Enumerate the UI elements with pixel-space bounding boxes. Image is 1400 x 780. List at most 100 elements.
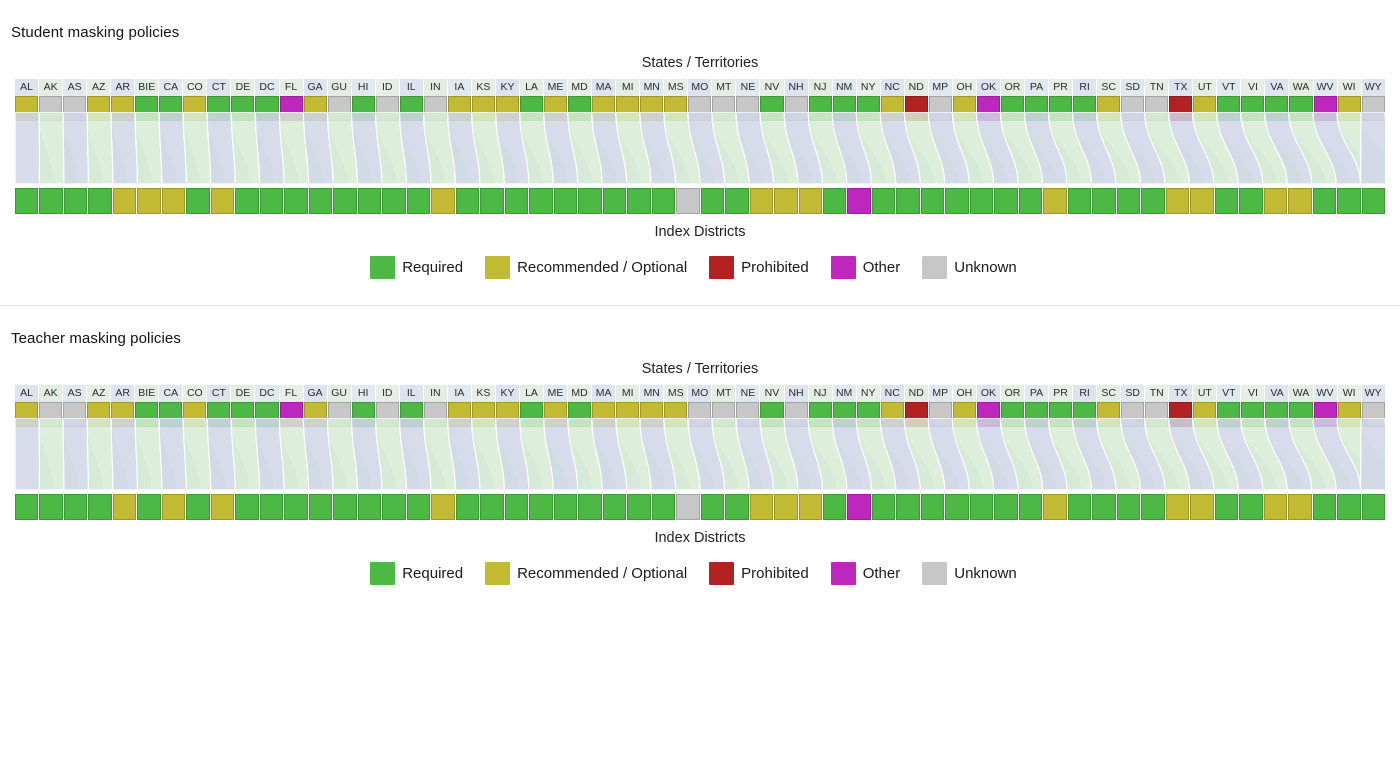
state-node[interactable]: DC xyxy=(255,385,279,427)
district-status-bar[interactable] xyxy=(39,494,63,520)
district-node[interactable] xyxy=(1141,188,1165,214)
district-status-bar[interactable] xyxy=(382,188,406,214)
district-status-bar[interactable] xyxy=(1361,494,1386,520)
district-node[interactable] xyxy=(676,494,700,520)
district-status-bar[interactable] xyxy=(112,494,137,520)
district-status-bar[interactable] xyxy=(871,494,896,520)
district-node[interactable] xyxy=(259,188,284,214)
district-status-bar[interactable] xyxy=(1239,188,1263,214)
district-status-bar[interactable] xyxy=(1361,188,1386,214)
district-status-bar[interactable] xyxy=(161,188,186,214)
district-node[interactable] xyxy=(357,188,382,214)
district-node[interactable] xyxy=(63,494,88,520)
district-node[interactable] xyxy=(308,188,333,214)
district-node[interactable] xyxy=(896,494,920,520)
district-node[interactable] xyxy=(1043,494,1067,520)
district-status-bar[interactable] xyxy=(1312,494,1337,520)
district-status-bar[interactable] xyxy=(333,494,357,520)
district-status-bar[interactable] xyxy=(137,494,161,520)
legend-item[interactable]: Required xyxy=(370,562,463,585)
district-status-bar[interactable] xyxy=(308,494,333,520)
district-status-bar[interactable] xyxy=(308,188,333,214)
district-node[interactable] xyxy=(235,494,259,520)
state-node[interactable]: WA xyxy=(1289,385,1313,427)
district-node[interactable] xyxy=(308,494,333,520)
district-node[interactable] xyxy=(798,188,822,214)
district-node[interactable] xyxy=(1018,188,1043,214)
district-node[interactable] xyxy=(749,188,774,214)
district-node[interactable] xyxy=(504,494,529,520)
district-status-bar[interactable] xyxy=(1141,188,1165,214)
district-node[interactable] xyxy=(259,494,284,520)
district-status-bar[interactable] xyxy=(1312,188,1337,214)
district-status-bar[interactable] xyxy=(1018,188,1043,214)
district-status-bar[interactable] xyxy=(725,188,749,214)
district-node[interactable] xyxy=(1214,188,1239,214)
district-status-bar[interactable] xyxy=(798,494,822,520)
district-node[interactable] xyxy=(651,188,676,214)
district-status-bar[interactable] xyxy=(896,494,920,520)
district-status-bar[interactable] xyxy=(186,494,210,520)
district-status-bar[interactable] xyxy=(357,494,382,520)
district-node[interactable] xyxy=(553,494,578,520)
district-node[interactable] xyxy=(725,494,749,520)
district-node[interactable] xyxy=(382,494,406,520)
district-node[interactable] xyxy=(406,494,431,520)
district-node[interactable] xyxy=(382,188,406,214)
district-node[interactable] xyxy=(480,188,504,214)
district-node[interactable] xyxy=(822,188,847,214)
district-node[interactable] xyxy=(945,494,969,520)
legend-item[interactable]: Unknown xyxy=(922,562,1017,585)
district-node[interactable] xyxy=(88,188,112,214)
district-status-bar[interactable] xyxy=(1092,188,1116,214)
district-status-bar[interactable] xyxy=(88,188,112,214)
district-node[interactable] xyxy=(920,188,945,214)
district-status-bar[interactable] xyxy=(1214,188,1239,214)
district-status-bar[interactable] xyxy=(63,494,88,520)
district-status-bar[interactable] xyxy=(88,494,112,520)
district-node[interactable] xyxy=(504,188,529,214)
district-status-bar[interactable] xyxy=(578,188,602,214)
district-node[interactable] xyxy=(284,494,308,520)
district-node[interactable] xyxy=(15,494,39,520)
district-node[interactable] xyxy=(529,494,553,520)
district-node[interactable] xyxy=(994,494,1018,520)
district-status-bar[interactable] xyxy=(651,494,676,520)
district-status-bar[interactable] xyxy=(1190,494,1214,520)
district-node[interactable] xyxy=(1141,494,1165,520)
district-status-bar[interactable] xyxy=(406,494,431,520)
district-node[interactable] xyxy=(455,188,480,214)
district-node[interactable] xyxy=(627,188,651,214)
district-node[interactable] xyxy=(994,188,1018,214)
district-node[interactable] xyxy=(798,494,822,520)
district-status-bar[interactable] xyxy=(406,188,431,214)
district-status-bar[interactable] xyxy=(431,188,455,214)
district-node[interactable] xyxy=(1337,188,1361,214)
district-node[interactable] xyxy=(700,494,725,520)
district-node[interactable] xyxy=(1361,494,1386,520)
district-node[interactable] xyxy=(1190,494,1214,520)
district-node[interactable] xyxy=(651,494,676,520)
district-status-bar[interactable] xyxy=(284,494,308,520)
district-status-bar[interactable] xyxy=(871,188,896,214)
district-node[interactable] xyxy=(1165,188,1190,214)
district-status-bar[interactable] xyxy=(1141,494,1165,520)
district-status-bar[interactable] xyxy=(63,188,88,214)
district-node[interactable] xyxy=(431,494,455,520)
district-status-bar[interactable] xyxy=(504,494,529,520)
district-node[interactable] xyxy=(1165,494,1190,520)
district-node[interactable] xyxy=(1116,188,1141,214)
district-node[interactable] xyxy=(333,494,357,520)
district-node[interactable] xyxy=(1312,188,1337,214)
district-node[interactable] xyxy=(553,188,578,214)
district-status-bar[interactable] xyxy=(1018,494,1043,520)
district-status-bar[interactable] xyxy=(1263,188,1288,214)
district-status-bar[interactable] xyxy=(455,188,480,214)
district-status-bar[interactable] xyxy=(749,494,774,520)
district-node[interactable] xyxy=(333,188,357,214)
district-node[interactable] xyxy=(1288,188,1312,214)
district-status-bar[interactable] xyxy=(259,494,284,520)
district-node[interactable] xyxy=(1312,494,1337,520)
district-node[interactable] xyxy=(749,494,774,520)
district-status-bar[interactable] xyxy=(945,494,969,520)
